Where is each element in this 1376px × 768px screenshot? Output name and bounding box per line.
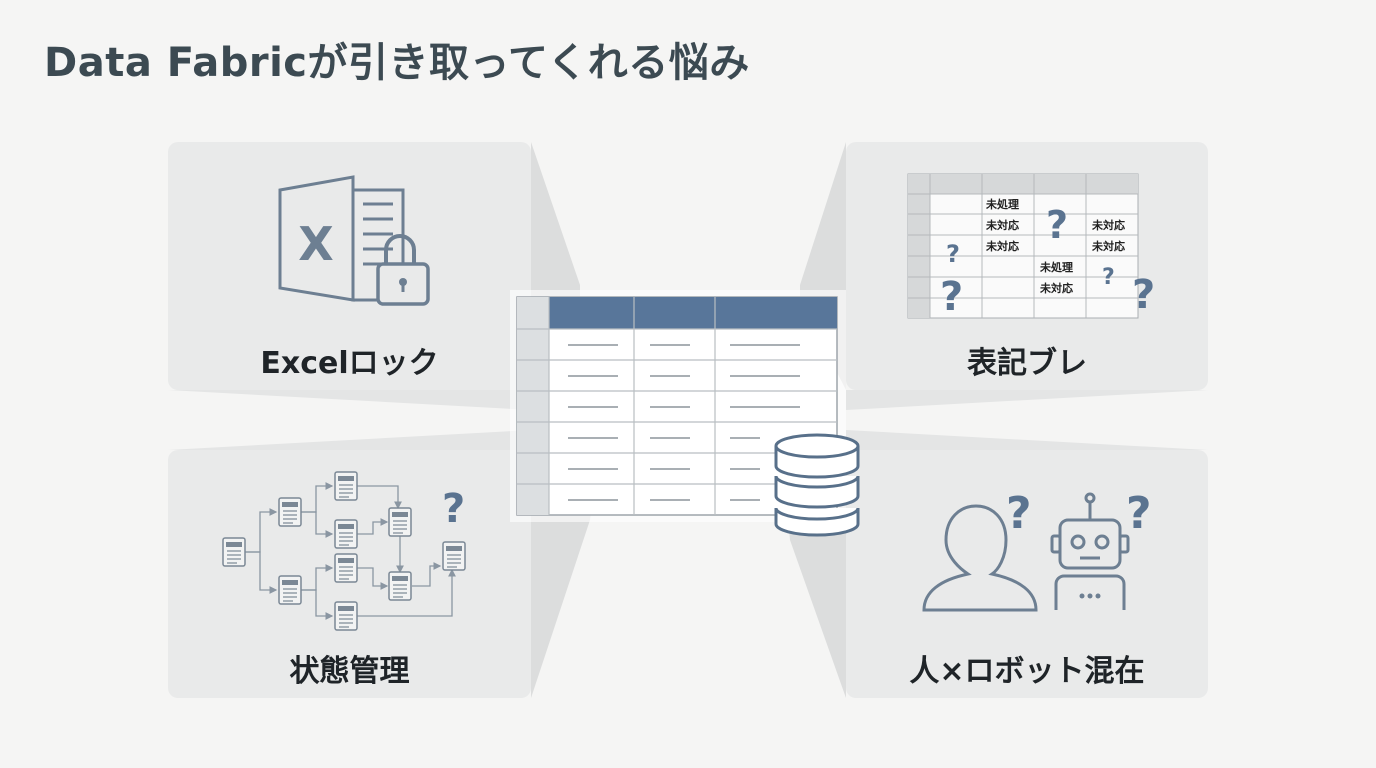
panel-notation: 未処理 未対応 未対応 未対応 未対応 未処理 未対応 ? ? ? ? ? 表記… <box>846 142 1208 390</box>
cell-6: 未処理 <box>1039 260 1073 274</box>
label-state: 状態管理 <box>289 654 410 689</box>
label-notation: 表記ブレ <box>967 346 1087 381</box>
panel-state: ? 状態管理 <box>168 450 531 698</box>
human-robot-icon: ? ? <box>922 488 1152 612</box>
cell-7: 未対応 <box>1039 281 1073 295</box>
cell-4: 未対応 <box>1091 218 1125 232</box>
excel-lock-icon: X <box>278 175 430 306</box>
cell-5: 未対応 <box>1091 239 1125 253</box>
cell-1: 未処理 <box>985 197 1019 211</box>
question-mark-icon: ? <box>940 274 963 320</box>
workflow-icon: ? <box>222 471 466 631</box>
question-mark-icon: ? <box>1126 488 1152 539</box>
question-mark-icon: ? <box>1006 488 1032 539</box>
panel-human-robot: ? ? 人×ロボット混在 <box>846 450 1208 698</box>
question-mark-icon: ? <box>442 486 465 532</box>
database-icon <box>774 433 860 537</box>
spreadsheet-icon <box>510 290 846 522</box>
question-mark-icon: ? <box>946 240 960 268</box>
panel-excel-lock: X Excelロック <box>168 142 531 390</box>
label-excel-lock: Excelロック <box>260 346 439 381</box>
question-mark-icon: ? <box>1132 272 1155 318</box>
page-title: Data Fabricが引き取ってくれる悩み <box>44 40 750 86</box>
question-mark-icon: ? <box>1102 265 1115 290</box>
cell-3: 未対応 <box>985 239 1019 253</box>
robot-icon <box>1050 492 1130 610</box>
person-icon <box>922 504 1038 612</box>
excel-x-letter: X <box>298 217 333 271</box>
notation-grid-icon: 未処理 未対応 未対応 未対応 未対応 未処理 未対応 ? ? ? ? ? <box>907 173 1155 320</box>
label-human-robot: 人×ロボット混在 <box>909 654 1145 689</box>
question-mark-icon: ? <box>1046 203 1068 247</box>
cell-2: 未対応 <box>985 218 1019 232</box>
